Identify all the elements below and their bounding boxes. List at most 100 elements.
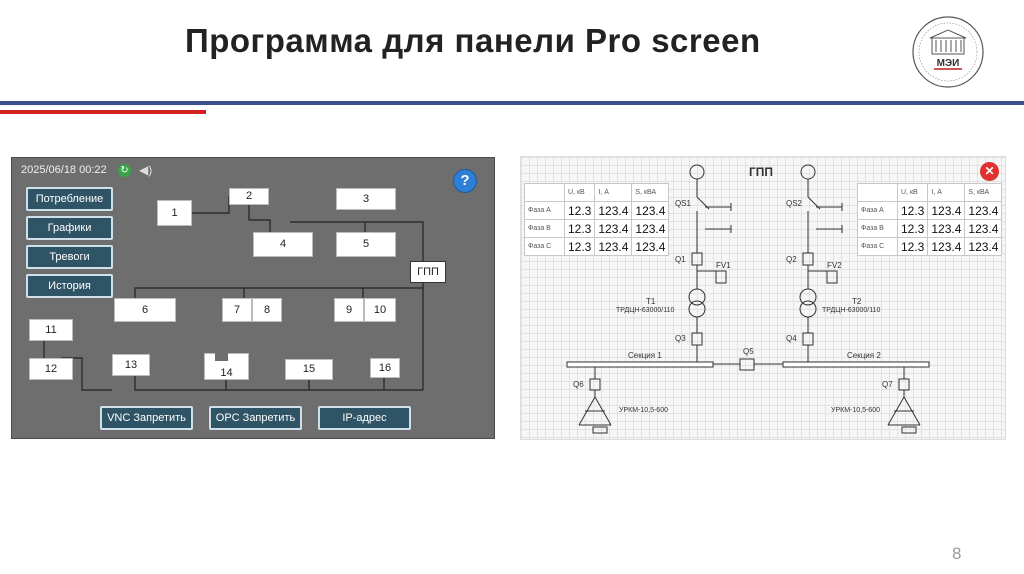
current-value: 123.4 (594, 219, 633, 238)
power-value: 123.4 (964, 237, 1003, 256)
voltage-value: 12.3 (896, 237, 929, 256)
label-q7: Q7 (882, 380, 893, 389)
power-value: 123.4 (631, 201, 670, 220)
phase-table-right: U, кВ I, А S, кВА Фаза А 12.3 123.4 123.… (857, 183, 1003, 256)
phase-label: Фаза А (857, 201, 898, 220)
help-button[interactable]: ? (453, 169, 477, 193)
phase-label: Фаза В (524, 219, 565, 238)
table-header-row: U, кВ I, А S, кВА (857, 183, 1003, 202)
table-header: S, кВА (964, 183, 1003, 202)
node-box-14[interactable]: 14 (204, 353, 249, 380)
node-box-2[interactable]: 2 (229, 188, 269, 205)
scheme-title: ГПП (749, 165, 774, 179)
table-row: Фаза В 12.3 123.4 123.4 (857, 219, 1003, 238)
label-fv1: FV1 (716, 261, 731, 270)
current-value: 123.4 (594, 237, 633, 256)
table-row: Фаза С 12.3 123.4 123.4 (524, 237, 670, 256)
power-value: 123.4 (964, 201, 1003, 220)
node-box-15[interactable]: 15 (285, 359, 333, 380)
node-box-10[interactable]: 10 (364, 298, 396, 322)
hmi-datetime: 2025/06/18 00:22 (21, 164, 107, 176)
node-box-9[interactable]: 9 (334, 298, 364, 322)
refresh-icon[interactable]: ↻ (118, 164, 131, 177)
phase-label: Фаза С (857, 237, 898, 256)
gpp-scheme-panel: ГПП ✕ U, кВ I, А S, кВА Фаза А 12.3 123.… (520, 156, 1006, 440)
node-box-5[interactable]: 5 (336, 232, 396, 257)
label-section-1: Секция 1 (628, 351, 662, 360)
table-header: U, кВ (563, 183, 596, 202)
single-line-diagram (566, 164, 930, 434)
table-header: S, кВА (631, 183, 670, 202)
voltage-value: 12.3 (896, 219, 929, 238)
power-value: 123.4 (631, 219, 670, 238)
label-urkm-2: УРКМ-10,5-600 (831, 407, 880, 414)
label-q5: Q5 (743, 347, 754, 356)
slide-title: Программа для панели Pro screen (185, 22, 761, 59)
nav-button-consumption[interactable]: Потребление (26, 187, 113, 211)
label-fv2: FV2 (827, 261, 842, 270)
table-row: Фаза В 12.3 123.4 123.4 (524, 219, 670, 238)
label-t2: T2 (852, 297, 862, 306)
label-section-2: Секция 2 (847, 351, 881, 360)
phase-label: Фаза В (857, 219, 898, 238)
current-value: 123.4 (594, 201, 633, 220)
label-qs1: QS1 (675, 199, 692, 208)
label-t1: T1 (646, 297, 656, 306)
label-q4: Q4 (786, 334, 797, 343)
ip-address-button[interactable]: IP-адрес (318, 406, 411, 430)
page-number: 8 (952, 544, 962, 563)
table-header: I, А (594, 183, 633, 202)
power-value: 123.4 (631, 237, 670, 256)
gpp-node[interactable]: ГПП (410, 261, 446, 283)
opc-disable-button[interactable]: OPC Запретить (209, 406, 302, 430)
table-header-row: U, кВ I, А S, кВА (524, 183, 670, 202)
svg-text:МЭИ: МЭИ (937, 58, 960, 69)
label-urkm-1: УРКМ-10,5-600 (619, 407, 668, 414)
label-q3: Q3 (675, 334, 686, 343)
node-box-12[interactable]: 12 (29, 358, 73, 380)
voltage-value: 12.3 (896, 201, 929, 220)
table-row: Фаза А 12.3 123.4 123.4 (857, 201, 1003, 220)
node-box-3[interactable]: 3 (336, 188, 396, 210)
vnc-disable-button[interactable]: VNC Запретить (100, 406, 193, 430)
voltage-value: 12.3 (563, 237, 596, 256)
table-header: U, кВ (896, 183, 929, 202)
nav-button-alarms[interactable]: Тревоги (26, 245, 113, 269)
hmi-panel: 2025/06/18 00:22 ↻ ◀) ? Потребление Граф… (11, 157, 495, 439)
header-rule-red (0, 110, 206, 114)
speaker-icon[interactable]: ◀) (139, 163, 153, 177)
node-box-7[interactable]: 7 (222, 298, 252, 322)
nav-button-history[interactable]: История (26, 274, 113, 298)
phase-table-left: U, кВ I, А S, кВА Фаза А 12.3 123.4 123.… (524, 183, 670, 256)
node-box-13[interactable]: 13 (112, 354, 150, 376)
node-box-14-notch (215, 352, 228, 361)
node-box-8[interactable]: 8 (252, 298, 282, 322)
label-q6: Q6 (573, 380, 584, 389)
current-value: 123.4 (927, 219, 966, 238)
table-row: Фаза С 12.3 123.4 123.4 (857, 237, 1003, 256)
phase-label: Фаза А (524, 201, 565, 220)
power-value: 123.4 (964, 219, 1003, 238)
node-box-4[interactable]: 4 (253, 232, 313, 257)
node-box-1[interactable]: 1 (157, 200, 192, 226)
current-value: 123.4 (927, 201, 966, 220)
university-logo: МЭИ (912, 16, 984, 88)
voltage-value: 12.3 (563, 219, 596, 238)
node-box-16[interactable]: 16 (370, 358, 400, 378)
table-row: Фаза А 12.3 123.4 123.4 (524, 201, 670, 220)
label-q1: Q1 (675, 255, 686, 264)
nav-button-charts[interactable]: Графики (26, 216, 113, 240)
table-corner (524, 183, 565, 202)
voltage-value: 12.3 (563, 201, 596, 220)
label-t1-type: ТРДЦН-63000/110 (616, 307, 675, 314)
header-rule-blue (0, 101, 1024, 105)
close-button[interactable]: ✕ (980, 162, 999, 181)
current-value: 123.4 (927, 237, 966, 256)
phase-label: Фаза С (524, 237, 565, 256)
table-corner (857, 183, 898, 202)
label-qs2: QS2 (786, 199, 803, 208)
table-header: I, А (927, 183, 966, 202)
label-q2: Q2 (786, 255, 797, 264)
node-box-6[interactable]: 6 (114, 298, 176, 322)
node-box-11[interactable]: 11 (29, 319, 73, 341)
